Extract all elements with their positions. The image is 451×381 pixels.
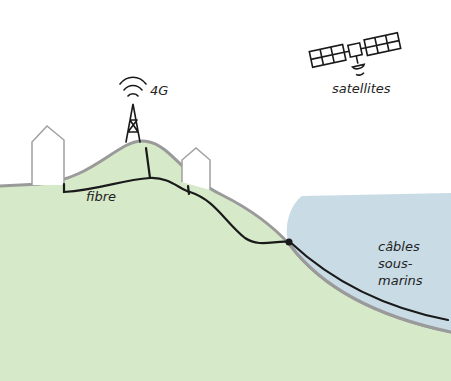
sea-floor [290, 245, 451, 332]
houses [32, 126, 210, 190]
sea [287, 193, 451, 332]
ground-outline [0, 141, 451, 332]
house-right [182, 148, 210, 190]
antenna-link [146, 148, 150, 178]
illustration-label: satellites [332, 80, 422, 97]
cables [64, 148, 448, 320]
satellite [309, 33, 404, 84]
house-left [32, 126, 64, 185]
landing-point [286, 239, 293, 246]
illustration-label: câbles sous-marins [378, 238, 451, 289]
antenna-4g [120, 77, 146, 142]
illustration-label: 4G [150, 82, 190, 99]
house-link [188, 186, 189, 194]
illustration-label: fibre [86, 188, 136, 205]
